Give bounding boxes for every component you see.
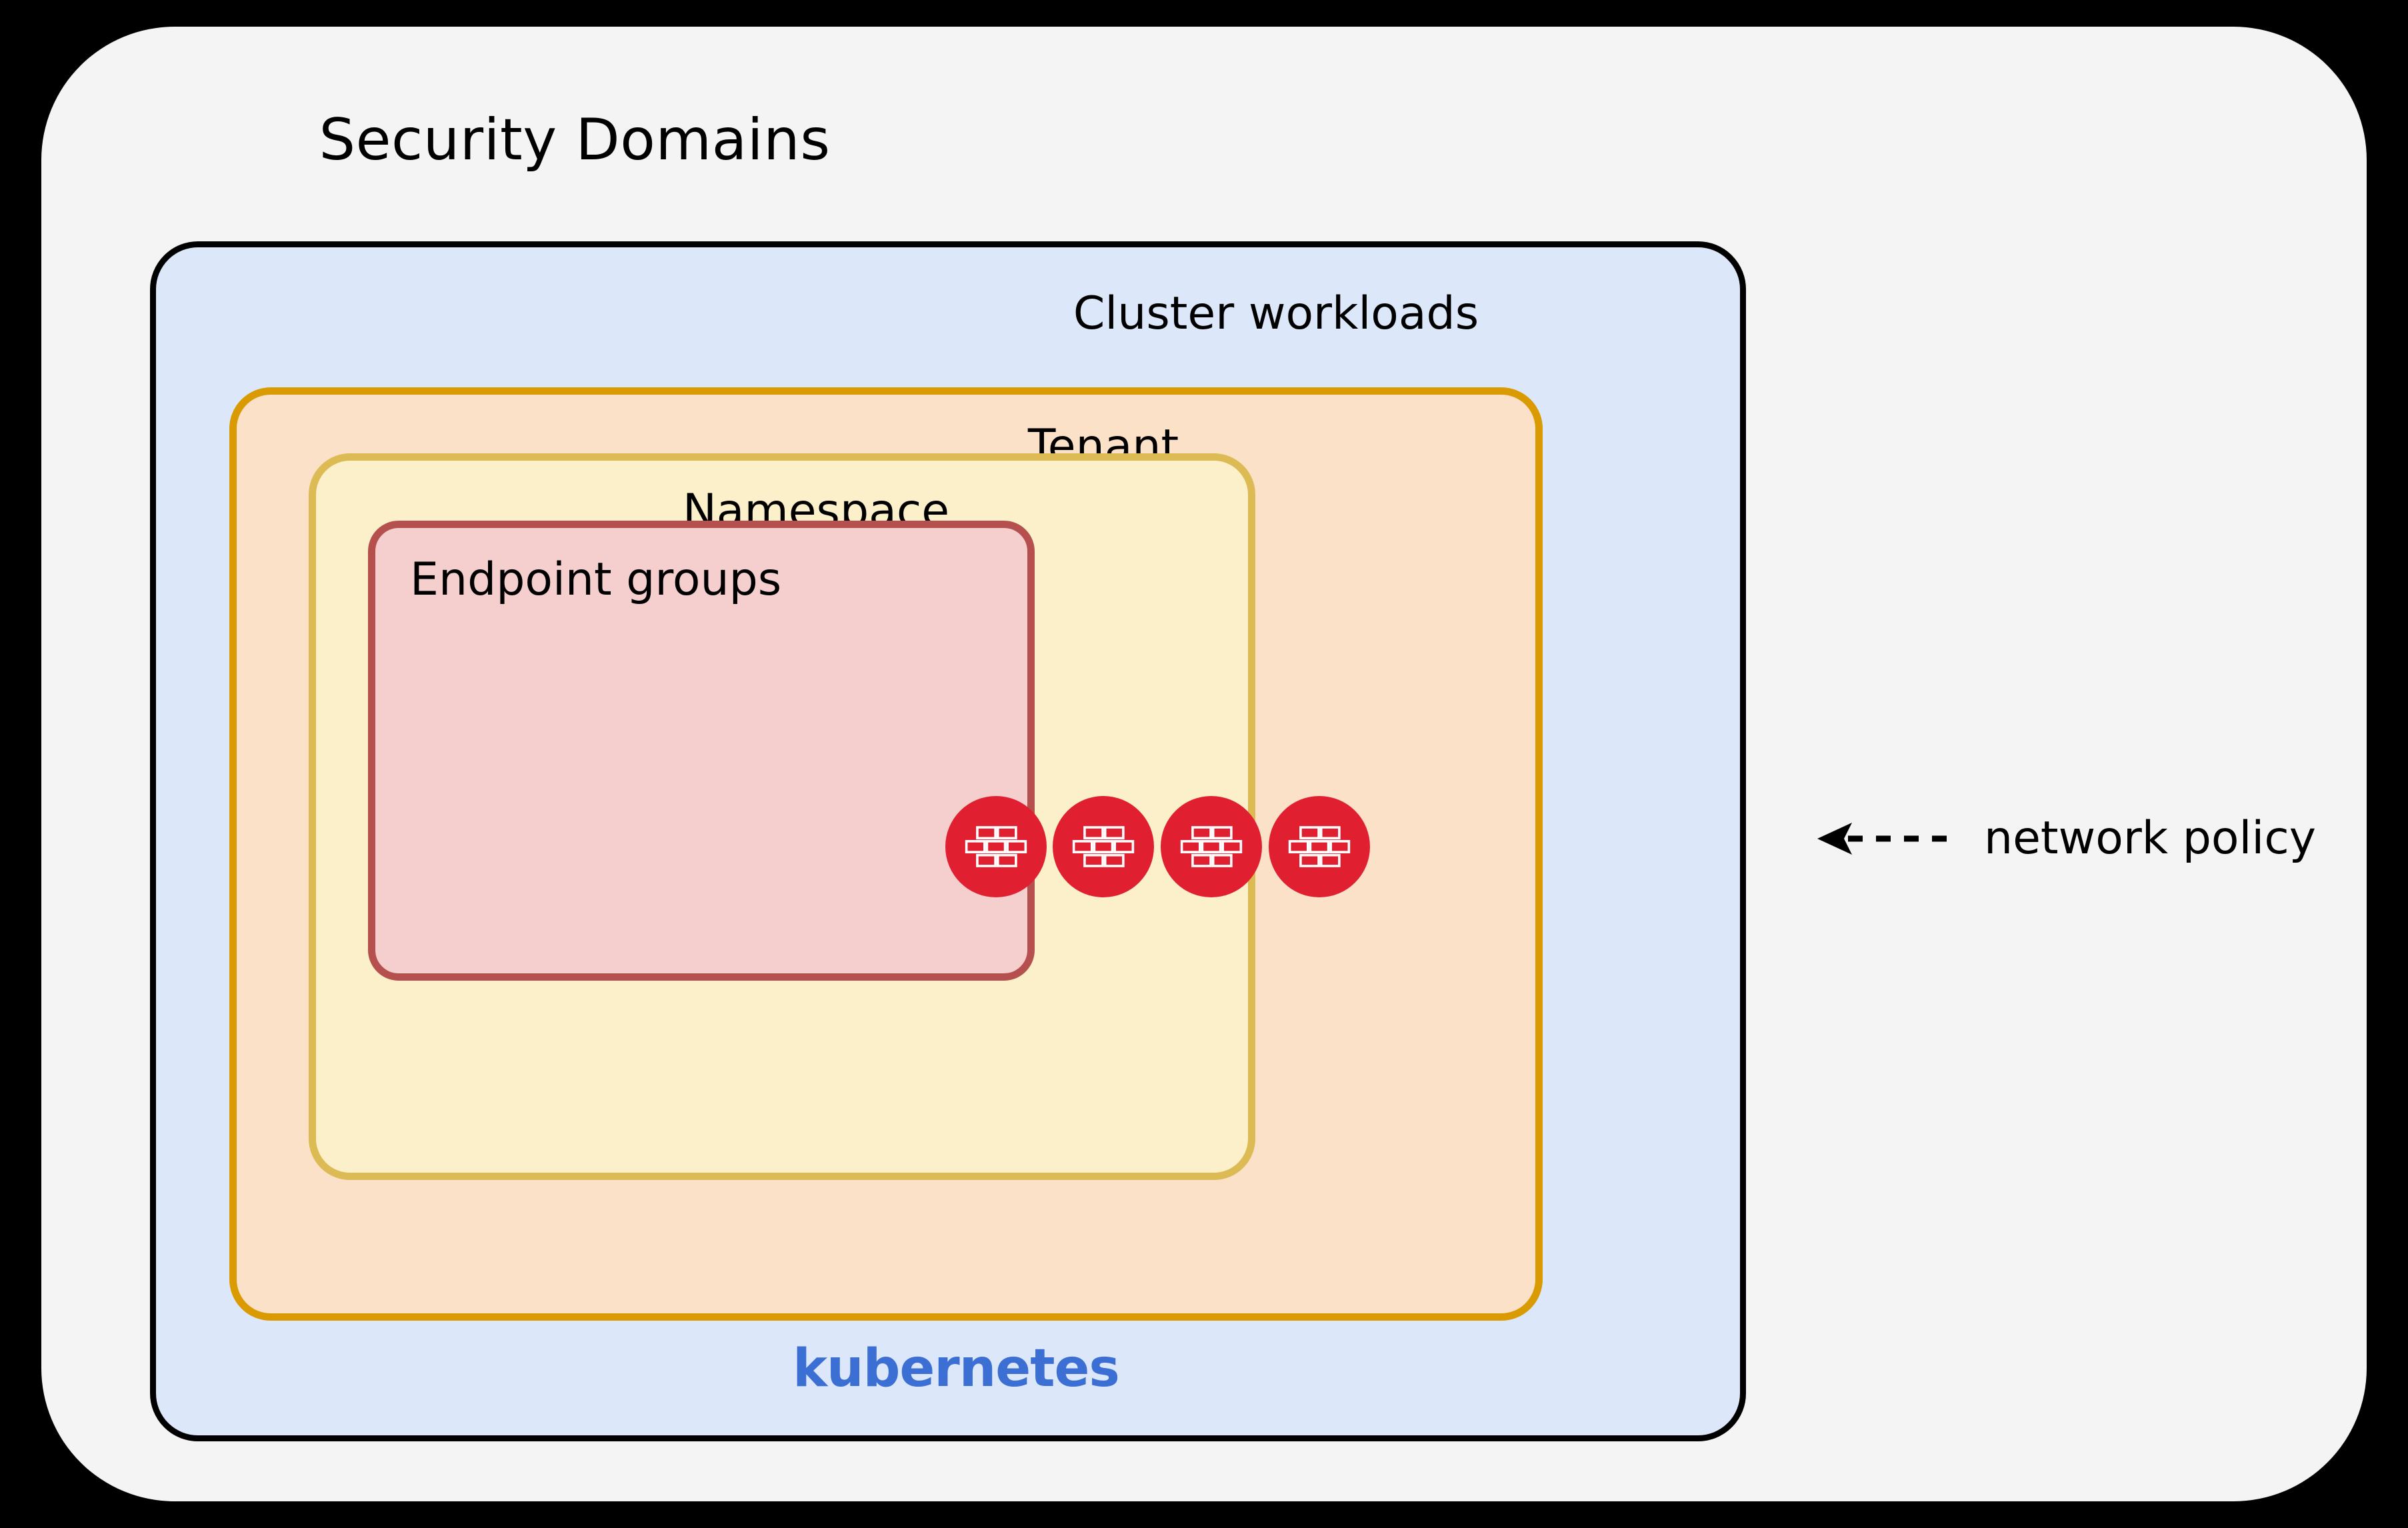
firewall-brick-icon [965,826,1027,867]
endpoint-groups-label: Endpoint groups [410,553,782,606]
endpoint-groups-box[interactable]: Endpoint groups [368,521,1035,981]
page-title: Security Domains [319,107,831,173]
network-policy-label: network policy [1984,812,2316,865]
kubernetes-brand-label: kubernetes [793,1339,1120,1399]
firewall-brick-icon[interactable] [945,796,1047,897]
firewall-brick-icon [1072,826,1135,867]
security-domains-panel: Security Domains Cluster workloads kuber… [41,27,2367,1501]
firewall-brick-icon[interactable] [1161,796,1262,897]
network-policy-callout: network policy [1815,812,2316,865]
arrow-left-icon [1817,822,1959,855]
cluster-workloads-label: Cluster workloads [1073,287,1479,340]
firewall-brick-icon [1180,826,1243,867]
firewall-brick-icon [1288,826,1351,867]
firewall-brick-icon[interactable] [1269,796,1370,897]
firewall-brick-icon[interactable] [1053,796,1154,897]
